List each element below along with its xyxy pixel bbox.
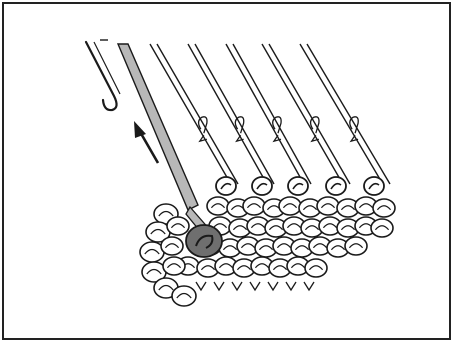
latch-needle-icon (86, 42, 117, 110)
knit-stitch (373, 199, 395, 217)
knitted-fabric (140, 197, 395, 306)
transfer-tool-shaft (118, 44, 198, 210)
needle-loop (252, 177, 272, 195)
knit-stitch (305, 259, 327, 277)
held-stitch (186, 225, 222, 257)
latch-needle (226, 44, 311, 186)
needle-loop (326, 177, 346, 195)
fabric-edge-knot (250, 282, 260, 290)
latch-needle (150, 44, 238, 186)
knit-stitch (161, 237, 183, 255)
hook-shank-line (94, 42, 120, 94)
fabric-edge-knot (268, 282, 278, 290)
transfer-tool (100, 40, 198, 210)
fabric-edge-knot (196, 282, 206, 290)
latch-needles (150, 44, 390, 186)
knit-stitch (345, 237, 367, 255)
fabric-edge-knot (286, 282, 296, 290)
latch-needle (188, 44, 274, 186)
needle-loop (288, 177, 308, 195)
latch-needle (300, 44, 390, 186)
fabric-edge-knot (232, 282, 242, 290)
knit-stitch (163, 257, 185, 275)
knit-stitch (279, 197, 301, 215)
latch-needle (262, 44, 350, 186)
knit-stitch (207, 197, 229, 215)
knit-stitch (317, 197, 339, 215)
needle-loop (364, 177, 384, 195)
knit-stitch (243, 197, 265, 215)
fabric-edge-knot (214, 282, 224, 290)
knit-stitch (172, 286, 196, 306)
knit-stitch (167, 217, 189, 235)
fabric-edge-knot (304, 282, 314, 290)
knit-stitch (371, 219, 393, 237)
needle-loop (216, 177, 236, 195)
stitch-loops (216, 177, 384, 195)
